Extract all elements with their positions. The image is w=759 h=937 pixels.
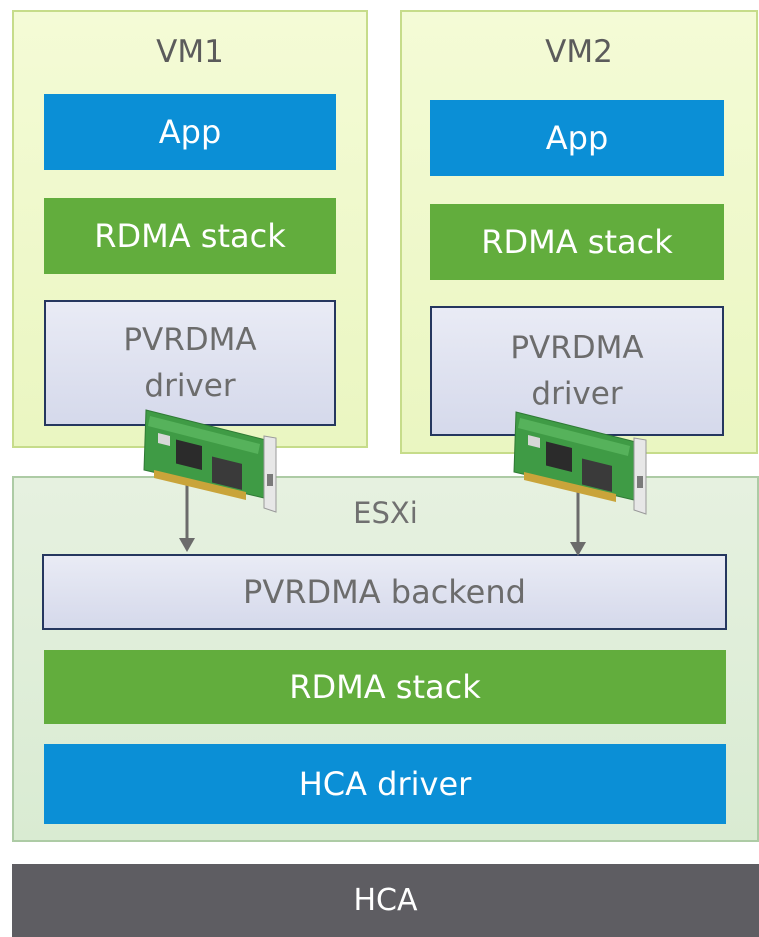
vm1-pvrdma-driver-block: PVRDMA driver — [44, 300, 336, 426]
esxi-title: ESXi — [353, 496, 418, 530]
vm1-rdma-stack-block: RDMA stack — [44, 198, 336, 274]
vm2-driver-line2: driver — [531, 376, 623, 412]
vm1-driver-line1: PVRDMA — [123, 322, 257, 358]
vm2-driver-line1: PVRDMA — [510, 330, 644, 366]
vm1-app-block: App — [44, 94, 336, 170]
vm1-box: VM1 App RDMA stack PVRDMA driver — [12, 10, 368, 448]
vm1-driver-line2: driver — [144, 368, 236, 404]
network-card-icon — [143, 409, 277, 513]
hca-driver-block: HCA driver — [44, 744, 726, 824]
network-card-icon — [513, 411, 647, 515]
vm2-rdma-stack-block: RDMA stack — [430, 204, 724, 280]
pvrdma-backend-block: PVRDMA backend — [42, 554, 727, 630]
hca-bar: HCA — [12, 864, 759, 937]
esxi-box: ESXi PVRDMA backend RDMA stack HCA drive… — [12, 476, 759, 842]
vm2-pvrdma-driver-block: PVRDMA driver — [430, 306, 724, 436]
vm1-title: VM1 — [156, 34, 224, 70]
vm2-title: VM2 — [545, 34, 613, 70]
vm2-box: VM2 App RDMA stack PVRDMA driver — [400, 10, 758, 454]
vm2-app-block: App — [430, 100, 724, 176]
esxi-rdma-stack-block: RDMA stack — [44, 650, 726, 724]
